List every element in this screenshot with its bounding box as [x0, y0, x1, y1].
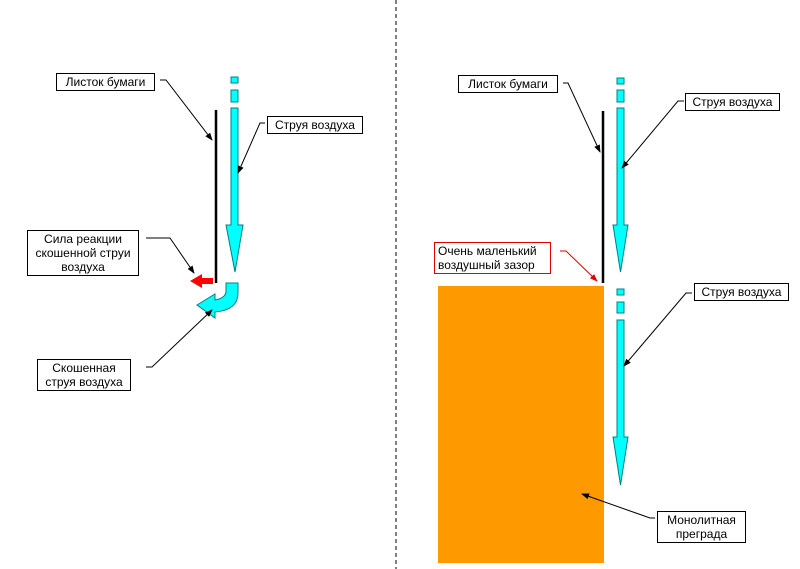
label-text: Струя воздуха [701, 285, 782, 299]
leader-jet-right-bottom [623, 292, 692, 367]
reaction-force-arrow [190, 274, 213, 288]
label-obstacle: Монолитная преграда [657, 511, 746, 543]
leader-reaction [146, 237, 195, 274]
air-jet-right-top [612, 77, 629, 273]
deflected-jet-arrow [196, 282, 239, 319]
label-paper-right: Листок бумаги [458, 75, 558, 93]
label-line: Скошенная [52, 361, 116, 375]
label-line: преграда [675, 527, 728, 541]
label-text: Струя воздуха [692, 95, 773, 109]
leader-jet-right-top [621, 100, 684, 169]
label-line: воздуха [61, 260, 105, 274]
label-line: Сила реакции [44, 232, 122, 246]
label-text: Листок бумаги [468, 77, 548, 91]
label-line: воздушный зазор [438, 258, 535, 272]
label-line: Монолитная [667, 513, 736, 527]
label-jet-right-bottom: Струя воздуха [694, 283, 789, 301]
label-air-gap: Очень маленький воздушный зазор [434, 242, 551, 274]
air-jet-left [225, 76, 244, 273]
label-line: струя воздуха [45, 375, 123, 389]
label-line: скошенной струи [35, 246, 131, 260]
label-text: Струя воздуха [275, 118, 355, 132]
label-jet-left: Струя воздуха [267, 116, 363, 134]
label-line: Очень маленький [438, 244, 537, 258]
monolithic-obstacle [438, 286, 604, 563]
leader-obstacle [581, 493, 655, 519]
label-paper-left: Листок бумаги [56, 73, 155, 91]
leader-paper-left [160, 79, 213, 141]
label-jet-right-top: Струя воздуха [685, 93, 780, 111]
leader-gap [560, 250, 598, 282]
leader-paper-right [563, 82, 601, 153]
label-deflected-jet: Скошенная струя воздуха [37, 359, 131, 391]
leader-jet-left [237, 122, 265, 174]
label-text: Листок бумаги [65, 75, 146, 89]
label-reaction-force: Сила реакции скошенной струи воздуха [27, 230, 139, 276]
leader-deflected [146, 309, 213, 368]
air-jet-right-bottom [612, 288, 629, 486]
